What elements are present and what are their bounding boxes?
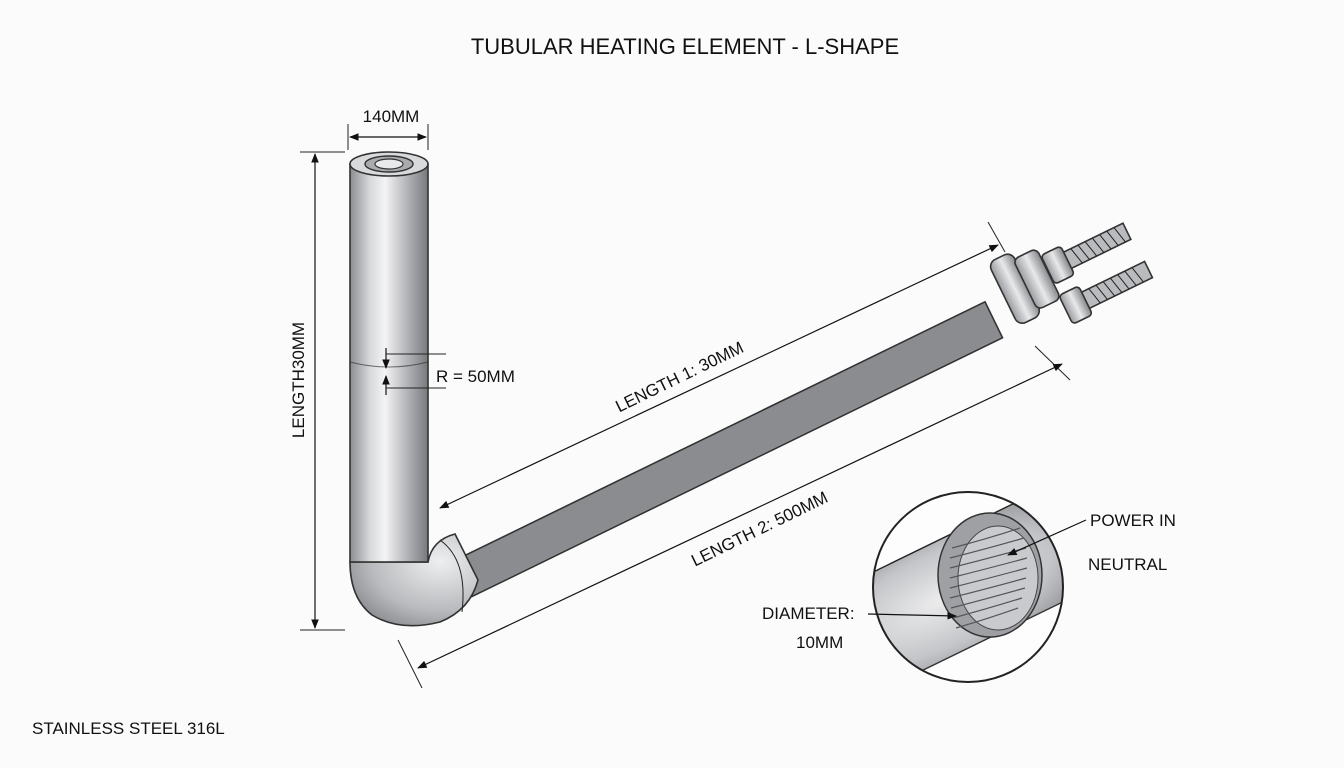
- dimension-top-width: 140MM: [347, 107, 429, 150]
- power-in-label: POWER IN: [1090, 511, 1176, 530]
- diameter-label: DIAMETER:: [762, 604, 855, 623]
- diameter-value: 10MM: [796, 633, 843, 652]
- heating-coil: [949, 527, 1028, 629]
- bend-radius-label: R = 50MM: [436, 367, 515, 386]
- length-1-label: LENGTH 1: 30MM: [613, 338, 747, 416]
- dimension-vertical-length: LENGTH30MM: [289, 151, 345, 631]
- detail-magnifier: POWER IN NEUTRAL DIAMETER: 10MM: [762, 491, 1176, 683]
- length-2-label: LENGTH 2: 500MM: [688, 488, 830, 571]
- vertical-tube: [349, 151, 429, 563]
- neutral-label: NEUTRAL: [1088, 555, 1167, 574]
- terminal-assembly: [989, 222, 1154, 324]
- diagram-title: TUBULAR HEATING ELEMENT - L-SHAPE: [471, 34, 899, 59]
- vertical-length-label: LENGTH30MM: [289, 322, 308, 438]
- material-label: STAINLESS STEEL 316L: [32, 719, 225, 738]
- top-width-label: 140MM: [363, 107, 420, 126]
